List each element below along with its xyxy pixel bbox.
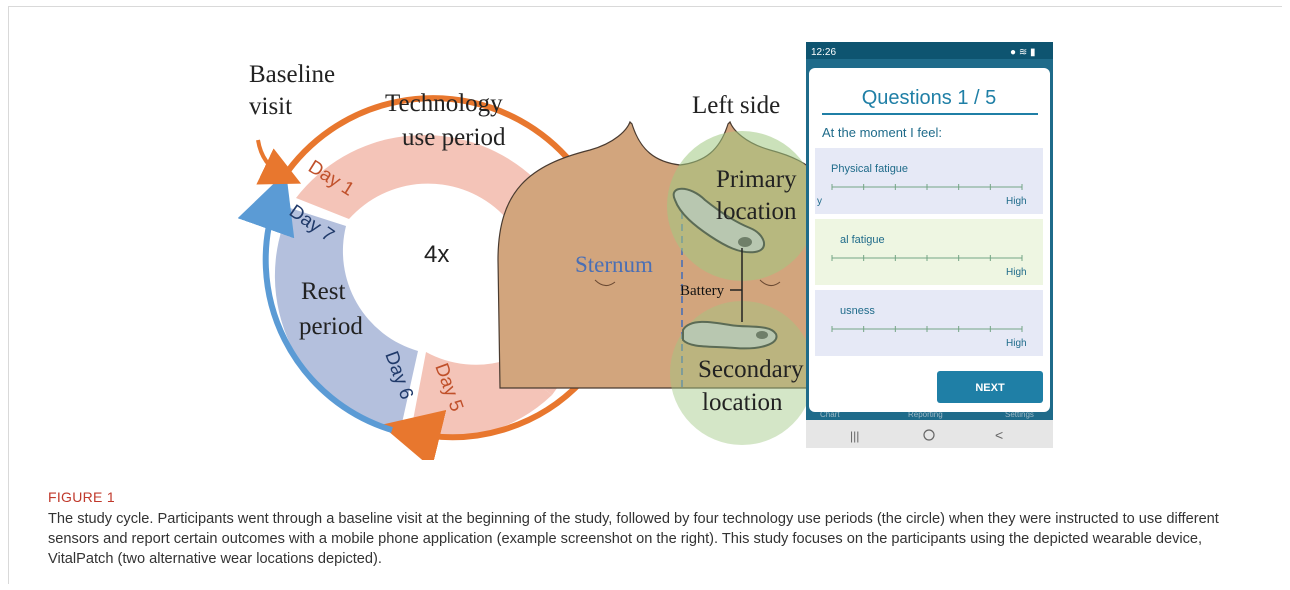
figure-label: FIGURE 1	[48, 489, 115, 505]
primary-location-zone	[667, 131, 817, 281]
primary-location-label-2: location	[716, 198, 797, 225]
questionnaire-prompt: At the moment I feel:	[822, 125, 942, 140]
baseline-arrow	[256, 139, 302, 185]
sternum-label: Sternum	[575, 252, 653, 277]
secondary-patch-icon	[682, 320, 778, 350]
left-side-label: Left side	[692, 92, 780, 119]
nav-back-icon: <	[995, 427, 1003, 443]
figure-caption: The study cycle. Participants went throu…	[48, 511, 1219, 567]
secondary-location-label-2: location	[702, 389, 783, 416]
tech-period-arrow-end	[380, 377, 586, 460]
questionnaire-title: Questions 1 / 5	[862, 87, 997, 109]
battery-label: Battery	[680, 283, 725, 299]
figure-frame	[8, 6, 1282, 584]
nav-home-icon	[923, 429, 935, 441]
question-mental-fatigue: al fatigue	[840, 234, 885, 246]
tech-period-label-2: use period	[402, 124, 506, 151]
scale-high-3[interactable]: High	[1006, 338, 1027, 349]
primary-location-label-1: Primary	[716, 166, 797, 193]
next-button-label[interactable]: NEXT	[975, 382, 1005, 394]
scale-low-1: y	[817, 196, 822, 207]
study-cycle-figure: Baseline visit Technology use period Res…	[237, 42, 1053, 460]
repeat-count-label: 4x	[424, 241, 449, 268]
scale-high-1[interactable]: High	[1006, 196, 1027, 207]
rest-period-label-1: Rest	[301, 278, 346, 305]
baseline-label-2: visit	[249, 93, 292, 120]
baseline-label-1: Baseline	[249, 61, 335, 88]
nav-settings-label: Settings	[1005, 410, 1034, 419]
status-icons: ● ≋ ▮	[1010, 47, 1035, 58]
phone-screenshot: 12:26 ● ≋ ▮ ||| < Chart Reporting Settin…	[806, 42, 1053, 448]
phone-time: 12:26	[811, 47, 836, 58]
scale-high-2[interactable]: High	[1006, 267, 1027, 278]
nav-chart-label: Chart	[820, 410, 840, 419]
question-physical-fatigue: Physical fatigue	[831, 163, 908, 175]
primary-patch-icon	[672, 187, 765, 254]
nav-reporting-label: Reporting	[908, 410, 943, 419]
rest-period-label-2: period	[299, 313, 363, 340]
rest-period-arrow	[237, 171, 393, 433]
nav-recent-icon: |||	[850, 429, 859, 443]
question-nervousness: usness	[840, 305, 875, 317]
secondary-location-label-1: Secondary	[698, 356, 804, 383]
tech-period-label-1: Technology	[385, 90, 503, 117]
next-button[interactable]	[937, 371, 1043, 403]
